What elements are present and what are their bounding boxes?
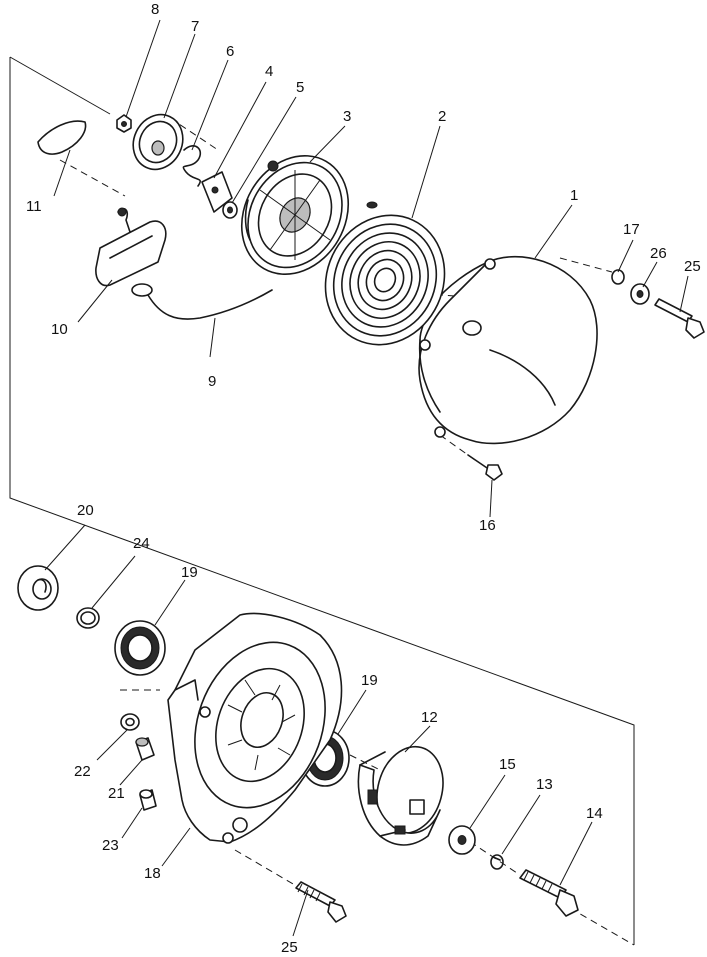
callout-8: 8: [151, 1, 160, 18]
oil-seal-left: [114, 620, 166, 676]
nut: [116, 114, 132, 133]
callout-19-right: 19: [361, 672, 378, 689]
bushing: [17, 565, 59, 611]
spacer-stack: [611, 269, 705, 339]
housing-bolt: [467, 454, 503, 481]
pin: [139, 789, 157, 811]
lock-washer: [490, 854, 504, 870]
recoil-pulley: [240, 154, 350, 276]
callout-5: 5: [296, 79, 305, 96]
o-ring: [76, 607, 100, 629]
plug-washer: [120, 713, 140, 731]
starter-rope: [147, 289, 273, 320]
callout-14: 14: [586, 805, 603, 822]
crankcase-cover: [167, 612, 343, 844]
callout-2: 2: [438, 108, 447, 125]
leader-lines: [44, 19, 689, 937]
callout-24: 24: [133, 535, 150, 552]
callout-26: 26: [650, 245, 667, 262]
callout-17: 17: [623, 221, 640, 238]
callout-23: 23: [102, 837, 119, 854]
callout-7: 7: [191, 18, 200, 35]
callout-20: 20: [77, 502, 94, 519]
handle-insert: [37, 120, 87, 155]
callout-15: 15: [499, 756, 516, 773]
friction-plate: [132, 113, 184, 171]
washer-large: [448, 825, 476, 855]
callout-11: 11: [26, 198, 42, 215]
callout-25-upper: 25: [684, 258, 701, 275]
plug: [135, 737, 155, 761]
callout-12: 12: [421, 709, 438, 726]
callout-18: 18: [144, 865, 161, 882]
callout-4: 4: [265, 63, 274, 80]
starter-handle: [95, 207, 167, 297]
callout-19-left: 19: [181, 564, 198, 581]
recoil-housing: [418, 255, 598, 445]
friction-spring: [182, 145, 202, 187]
callout-25-lower: 25: [281, 939, 298, 956]
callout-9: 9: [208, 373, 217, 390]
callout-1: 1: [570, 187, 579, 204]
callout-6: 6: [226, 43, 235, 60]
washer-small: [222, 201, 238, 219]
callout-10: 10: [51, 321, 68, 338]
cup-bolt: [519, 869, 579, 917]
callout-22: 22: [74, 763, 91, 780]
callout-3: 3: [343, 108, 352, 125]
callout-16: 16: [479, 517, 496, 534]
callout-13: 13: [536, 776, 553, 793]
rewind-spring: [324, 201, 446, 346]
starter-cup: [357, 745, 444, 846]
cover-bolt: [295, 881, 347, 923]
callout-21: 21: [108, 785, 125, 802]
